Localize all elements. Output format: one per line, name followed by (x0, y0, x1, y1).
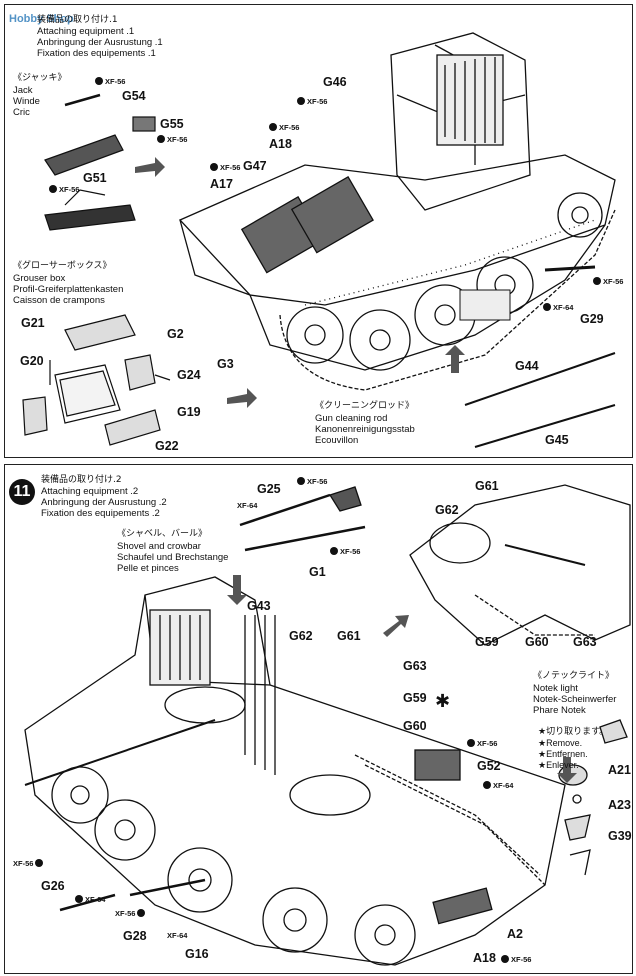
step-11-title-de: Anbringung der Ausrustung .2 (41, 497, 167, 508)
part-label-g63: G63 (573, 635, 597, 649)
paint-callout: XF-56 (297, 477, 327, 486)
paint-callout: XF-56 (330, 547, 360, 556)
part-label-g24: G24 (177, 368, 201, 382)
paint-callout: XF-56 (269, 123, 299, 132)
part-label-g25: G25 (257, 482, 281, 496)
part-label-g2: G2 (167, 327, 184, 341)
jack-caption-en: Jack (13, 85, 33, 96)
part-label-g62-main: G62 (289, 629, 313, 643)
step-10-title-jp: 装備品の取り付け.1 (37, 15, 118, 25)
jack-caption-fr: Cric (13, 107, 30, 118)
grouser-caption-jp: 《グローサーボックス》 (13, 261, 112, 271)
rod-caption-de: Kanonenreinigungsstab (315, 424, 415, 435)
shovel-caption-jp: 《シャベル、バール》 (117, 529, 208, 539)
step-number-badge: 11 (9, 479, 35, 505)
part-label-g61: G61 (475, 479, 499, 493)
rod-caption-fr: Ecouvillon (315, 435, 359, 446)
grouser-caption-en: Grouser box (13, 273, 66, 284)
grouser-caption-fr: Caisson de crampons (13, 295, 105, 306)
part-label-g20: G20 (20, 354, 44, 368)
part-label-g62: G62 (435, 503, 459, 517)
rod-caption-jp: 《クリーニングロッド》 (315, 401, 415, 411)
shovel-caption-de: Schaufel und Brechstange (117, 552, 229, 563)
part-label-g22: G22 (155, 439, 179, 453)
remove-note-fr: ★Enlever. (538, 760, 579, 770)
paint-callout: XF-64 (75, 895, 105, 904)
part-label-g52: G52 (477, 759, 501, 773)
part-label-g54: G54 (122, 89, 146, 103)
step-10-panel: Hobby Shop 装備品の取り付け.1 Attaching equipmen… (4, 4, 633, 458)
part-label-a21: A21 (608, 763, 631, 777)
paint-callout: XF-56 (297, 97, 327, 106)
paint-callout: XF-64 (543, 303, 573, 312)
remove-note-de: ★Entfernen. (538, 749, 588, 759)
part-label-a2: A2 (507, 927, 523, 941)
part-label-g51: G51 (83, 171, 107, 185)
paint-callout: XF-56 (467, 739, 497, 748)
paint-callout: XF-56 (593, 277, 623, 286)
step-10-title-fr: Fixation des equipements .1 (37, 48, 156, 59)
grouser-caption-de: Profil-Greiferplattenkasten (13, 284, 124, 295)
step-10-title-de: Anbringung der Ausrustung .1 (37, 37, 163, 48)
part-label-g28: G28 (123, 929, 147, 943)
part-label-g46: G46 (323, 75, 347, 89)
paint-callout: XF-64 (483, 781, 513, 790)
jack-caption-de: Winde (13, 96, 40, 107)
part-label-g47: G47 (243, 159, 267, 173)
part-label-g29: G29 (580, 312, 604, 326)
notek-caption-en: Notek light (533, 683, 578, 694)
watermark-logo: Hobby Shop (9, 13, 74, 25)
step-11-title-fr: Fixation des equipements .2 (41, 508, 160, 519)
notek-caption-fr: Phare Notek (533, 705, 586, 716)
part-label-g21: G21 (21, 316, 45, 330)
jack-caption-jp: 《ジャッキ》 (13, 73, 67, 83)
paint-callout: XF-56 (115, 909, 147, 918)
paint-callout: XF-56 (157, 135, 187, 144)
rod-caption-en: Gun cleaning rod (315, 413, 388, 424)
step-10-drawing (22, 32, 616, 448)
notek-caption-de: Notek-Scheinwerfer (533, 694, 617, 705)
shovel-caption-fr: Pelle et pinces (117, 563, 179, 574)
part-label-g1: G1 (309, 565, 326, 579)
step-11-title-jp: 装備品の取り付け.2 (41, 475, 122, 485)
part-label-g63-main: G63 (403, 659, 427, 673)
notek-caption-jp: 《ノテックライト》 (533, 671, 615, 681)
part-label-g16: G16 (185, 947, 209, 961)
paint-callout: XF-64 (237, 501, 258, 510)
part-label-g61-main: G61 (337, 629, 361, 643)
part-label-a18: A18 (269, 137, 292, 151)
shovel-caption-en: Shovel and crowbar (117, 541, 201, 552)
part-label-g60-main: G60 (403, 719, 427, 733)
part-label-g55: G55 (160, 117, 184, 131)
part-label-a17: A17 (210, 177, 233, 191)
part-label-g45: G45 (545, 433, 569, 447)
part-label-g60: G60 (525, 635, 549, 649)
step-11-title-en: Attaching equipment .2 (41, 486, 139, 497)
part-label-g59: G59 (475, 635, 499, 649)
part-label-g3: G3 (217, 357, 234, 371)
part-label-a23: A23 (608, 798, 631, 812)
part-label-g19: G19 (177, 405, 201, 419)
part-label-g59-main: G59 (403, 691, 427, 705)
part-label-g26: G26 (41, 879, 65, 893)
part-label-a18: A18 (473, 951, 496, 965)
part-label-g43: G43 (247, 599, 271, 613)
remove-note-en: ★Remove. (538, 738, 583, 748)
paint-callout: XF-56 (49, 185, 79, 194)
paint-callout: XF-56 (501, 955, 531, 964)
remove-note-jp: ★切り取ります。 (538, 727, 609, 737)
part-label-g44: G44 (515, 359, 539, 373)
step-11-panel: ✱ 11 装備品の取り付け.2 Attaching equipment .2 A… (4, 464, 633, 974)
step-10-title-en: Attaching equipment .1 (37, 26, 135, 37)
paint-callout: XF-56 (95, 77, 125, 86)
step-11-drawing: ✱ (24, 484, 631, 966)
svg-text:✱: ✱ (435, 691, 450, 712)
part-label-g39: G39 (608, 829, 632, 843)
paint-callout: XF-56 (13, 859, 45, 868)
paint-callout: XF-56 (210, 163, 240, 172)
paint-callout: XF-64 (167, 931, 188, 940)
